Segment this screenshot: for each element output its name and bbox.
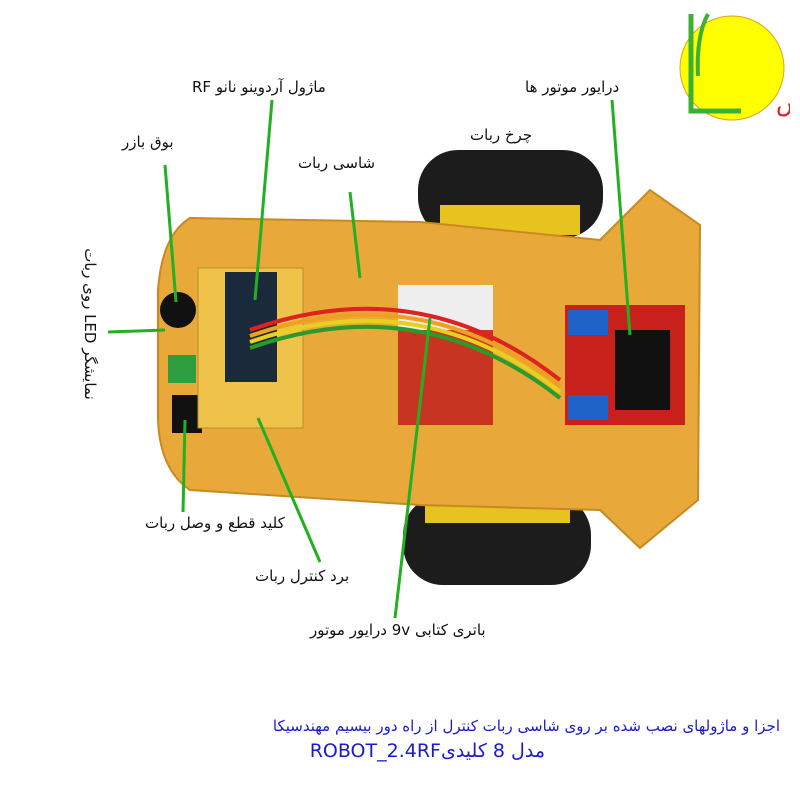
label-arduino: ماژول آردوینو نانو RF: [192, 78, 326, 96]
leader-chassis: [348, 191, 362, 279]
label-battery: باتری کتابی 9v درایور موتور: [310, 621, 486, 639]
leader-buzzer: [163, 164, 178, 303]
leader-arduino: [253, 99, 274, 301]
logo-text: مهندس: [776, 89, 790, 117]
leader-motor-driver: [610, 99, 632, 336]
label-power-switch: کلید قطع و وصل ربات: [145, 514, 285, 532]
power-switch: [172, 395, 202, 433]
label-wheel: چرخ ربات: [470, 126, 533, 144]
leader-battery: [393, 317, 432, 619]
label-chassis: شاسی ربات: [298, 154, 376, 172]
leader-led: [107, 328, 166, 334]
caption-line-1: اجزا و ماژولهای نصب شده بر روی شاسی ربات…: [272, 717, 780, 735]
caption-line-2: مدل 8 کلیدیROBOT_2.4RF: [309, 740, 545, 762]
label-led-display: نمایشگر LED روی ربات: [81, 248, 99, 400]
label-motor-driver: درایور موتور ها: [525, 78, 620, 96]
leader-switch: [181, 419, 187, 513]
leader-board: [256, 417, 322, 563]
label-control-board: برد کنترل ربات: [255, 567, 350, 585]
logo: مهندس: [666, 6, 800, 124]
buzzer: [160, 292, 196, 328]
arduino-nano: [225, 272, 277, 382]
label-buzzer: بوق بازر: [122, 133, 174, 151]
